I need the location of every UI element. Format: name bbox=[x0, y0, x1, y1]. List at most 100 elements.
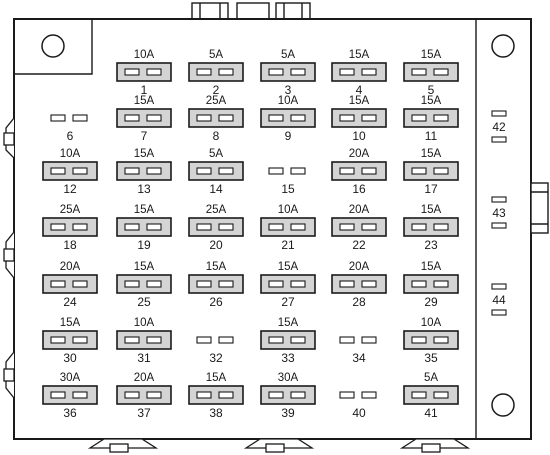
fuse-terminal bbox=[218, 167, 234, 175]
fuse-body bbox=[403, 217, 459, 237]
fuses: 10A15A25A315A415A5615A725A810A915A1015A1… bbox=[42, 49, 459, 420]
fuse-terminal bbox=[218, 280, 234, 288]
fuse-number: 39 bbox=[281, 406, 295, 420]
fuse-3: 5A3 bbox=[260, 49, 316, 97]
fuse-terminal bbox=[433, 68, 449, 76]
fuse-number: 26 bbox=[209, 295, 223, 309]
fuse-terminal bbox=[290, 336, 306, 344]
fuse-rating: 15A bbox=[134, 204, 155, 216]
fuse-terminal bbox=[72, 223, 88, 231]
empty-slot-terminal bbox=[290, 167, 306, 175]
right-connector bbox=[530, 182, 549, 234]
fuse-terminal bbox=[124, 280, 140, 288]
fuse-number: 13 bbox=[137, 182, 151, 196]
fuse-body bbox=[116, 217, 172, 237]
fuse-terminal bbox=[339, 114, 355, 122]
fuse-terminal bbox=[411, 114, 427, 122]
fuse-rating: 15A bbox=[278, 317, 299, 329]
fuse-32: 32 bbox=[196, 336, 234, 365]
fuse-rating: 10A bbox=[278, 204, 299, 216]
fuse-body bbox=[260, 274, 316, 294]
fuse-rating: 15A bbox=[421, 148, 442, 160]
fuse-body bbox=[116, 330, 172, 350]
fuse-number: 10 bbox=[352, 129, 366, 143]
fuse-rating: 15A bbox=[134, 148, 155, 160]
fuse-terminal bbox=[361, 167, 377, 175]
fuse-body bbox=[116, 161, 172, 181]
fuse-number: 16 bbox=[352, 182, 366, 196]
fuse-number: 4 bbox=[356, 83, 363, 97]
fuse-number: 18 bbox=[63, 238, 77, 252]
fuse-rating: 15A bbox=[60, 317, 81, 329]
fuse-15: 15 bbox=[268, 167, 306, 196]
fuse-terminal bbox=[50, 280, 66, 288]
fuse-number: 41 bbox=[424, 406, 438, 420]
fuse-terminal bbox=[433, 391, 449, 399]
fuse-number: 20 bbox=[209, 238, 223, 252]
fuse-terminal bbox=[146, 68, 162, 76]
fuse-21: 10A 21 bbox=[260, 204, 316, 252]
side-slot-44: 44 bbox=[491, 283, 507, 316]
fuse-body bbox=[116, 274, 172, 294]
fuse-number: 5 bbox=[428, 83, 435, 97]
fuse-number: 36 bbox=[63, 406, 77, 420]
fuse-terminal bbox=[411, 167, 427, 175]
fuse-13: 15A 13 bbox=[116, 148, 172, 196]
side-slot-42: 42 bbox=[491, 110, 507, 143]
fuse-number: 37 bbox=[137, 406, 151, 420]
fuse-terminal bbox=[218, 114, 234, 122]
fuse-terminal bbox=[433, 280, 449, 288]
bottom-feet bbox=[87, 438, 471, 453]
empty-slot-terminal bbox=[339, 391, 355, 399]
fuse-body bbox=[260, 385, 316, 405]
fuse-terminal bbox=[124, 167, 140, 175]
fuse-terminal bbox=[411, 68, 427, 76]
fuse-rating: 5A bbox=[209, 148, 223, 160]
fuse-terminal bbox=[361, 114, 377, 122]
fuse-terminal bbox=[268, 336, 284, 344]
fuse-terminal bbox=[146, 391, 162, 399]
fuse-rating: 20A bbox=[349, 148, 370, 160]
fuse-rating: 25A bbox=[206, 95, 227, 107]
fuse-terminal bbox=[268, 280, 284, 288]
fuse-body bbox=[188, 217, 244, 237]
fuse-rating: 20A bbox=[60, 261, 81, 273]
fuse-number: 15 bbox=[281, 182, 295, 196]
fuse-rating: 15A bbox=[421, 261, 442, 273]
fuse-number: 23 bbox=[424, 238, 438, 252]
fuse-rating: 5A bbox=[281, 49, 295, 61]
fuse-number: 7 bbox=[141, 129, 148, 143]
fuse-terminal bbox=[268, 223, 284, 231]
fuse-number: 21 bbox=[281, 238, 295, 252]
fuse-terminal bbox=[290, 280, 306, 288]
side-slot-terminal bbox=[491, 222, 507, 229]
fuse-body bbox=[188, 108, 244, 128]
fuse-terminal bbox=[218, 391, 234, 399]
fuse-2: 5A2 bbox=[188, 49, 244, 97]
fuse-body bbox=[331, 161, 387, 181]
fuse-terminal bbox=[124, 68, 140, 76]
fuse-number: 11 bbox=[425, 129, 438, 143]
fuse-terminal bbox=[290, 391, 306, 399]
fuse-body bbox=[188, 274, 244, 294]
fuse-terminal bbox=[339, 68, 355, 76]
side-slot-number: 43 bbox=[492, 206, 506, 220]
fuse-number: 28 bbox=[352, 295, 366, 309]
